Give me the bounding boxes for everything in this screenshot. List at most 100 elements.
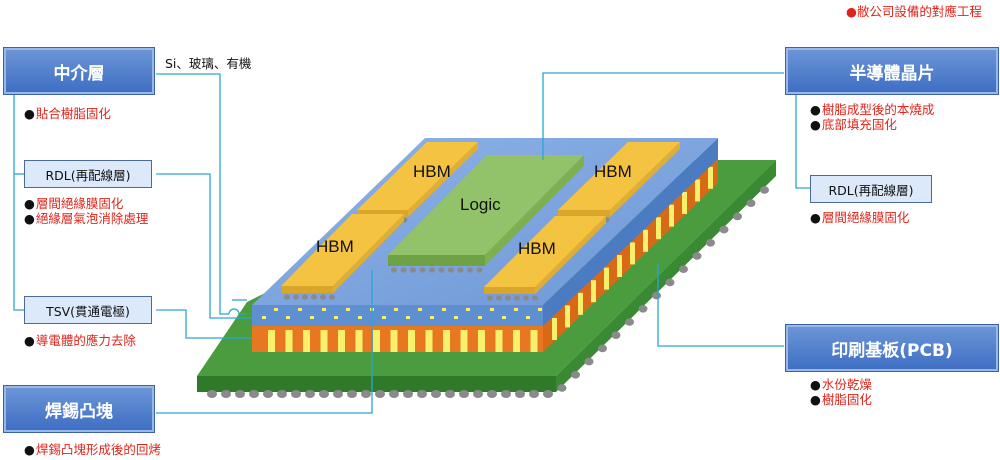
pcb-ball bbox=[733, 212, 742, 221]
chip-bump bbox=[429, 267, 435, 273]
tsv-dot bbox=[418, 308, 422, 311]
line-tsv bbox=[156, 309, 252, 339]
bump-pillar bbox=[443, 330, 450, 352]
interposer-note-1: ●貼合樹脂固化 bbox=[24, 106, 111, 121]
bump-pillar bbox=[373, 330, 380, 352]
tsv-dot bbox=[322, 308, 326, 311]
pcb-ball bbox=[305, 390, 315, 398]
pcb-ball bbox=[760, 186, 769, 194]
tsv-dot bbox=[358, 316, 362, 319]
bump-pillar bbox=[495, 330, 503, 352]
hbm-chip-right-bottom bbox=[484, 216, 606, 294]
bump-pillar bbox=[425, 330, 433, 352]
bump-pillar bbox=[695, 179, 700, 202]
pcb-title-box: 印刷基板(PCB) bbox=[785, 324, 999, 372]
tsv-dot bbox=[262, 316, 266, 319]
tsv-dot bbox=[310, 316, 314, 319]
chip-bump bbox=[391, 267, 397, 273]
bump-pillar bbox=[578, 292, 583, 315]
chip-bump bbox=[302, 294, 308, 300]
tsv-dot bbox=[298, 308, 302, 311]
hbm-chip-right-top bbox=[558, 142, 680, 217]
hbm-label-3: HBM bbox=[316, 237, 354, 256]
pcb-ball bbox=[501, 390, 511, 398]
pcb-ball bbox=[611, 331, 621, 340]
chip-bump bbox=[505, 295, 511, 301]
tsv-dot bbox=[538, 308, 542, 311]
pcb-note-1: ●水份乾燥 bbox=[810, 377, 872, 392]
bump-pillar bbox=[478, 330, 485, 352]
pcb-ball bbox=[515, 390, 525, 398]
interposer-title-box: 中介層 bbox=[3, 47, 155, 95]
line-rdl-left bbox=[156, 173, 252, 319]
pcb-ball bbox=[291, 390, 301, 398]
chip-bump bbox=[448, 267, 454, 273]
chip-bump bbox=[410, 267, 416, 273]
pcb-ball bbox=[692, 252, 702, 260]
pcb-ball bbox=[638, 305, 648, 313]
logic-label: Logic bbox=[460, 195, 501, 214]
chip-bump bbox=[284, 294, 290, 300]
chip-bump bbox=[476, 267, 483, 273]
pcb-ball bbox=[652, 291, 661, 300]
pcb-ball bbox=[746, 199, 756, 207]
chip-note-1: ●樹脂成型後的本燒成 bbox=[810, 102, 935, 117]
tsv-dot bbox=[346, 308, 350, 311]
pcb-ball bbox=[221, 390, 231, 398]
rdl-left-box: RDL(再配線層) bbox=[24, 160, 152, 188]
pcb-ball bbox=[459, 390, 469, 398]
pcb-ball bbox=[207, 390, 217, 398]
chip-bump bbox=[438, 267, 445, 273]
chip-note-2: ●底部填充固化 bbox=[810, 117, 897, 132]
chip-bump bbox=[514, 295, 520, 301]
pcb-ball bbox=[665, 278, 675, 287]
pcb-ball bbox=[249, 390, 259, 398]
line-pcb bbox=[657, 264, 784, 347]
hbm-chip-left-top bbox=[357, 142, 478, 217]
pcb-ball bbox=[263, 390, 273, 398]
bump-pillar bbox=[268, 330, 275, 352]
bump-pillar bbox=[617, 255, 622, 277]
bump-pillar bbox=[656, 217, 661, 240]
pcb-note-2: ●樹脂固化 bbox=[810, 392, 872, 407]
pcb-ball bbox=[529, 390, 539, 398]
pcb-ball bbox=[403, 390, 413, 398]
pcb-ball bbox=[417, 390, 427, 398]
line-bump bbox=[156, 270, 373, 414]
bump-pillar bbox=[643, 229, 648, 252]
connector-lines bbox=[13, 72, 810, 414]
pcb-ball bbox=[277, 390, 287, 398]
pcb-ball bbox=[719, 225, 729, 234]
bump-pillar bbox=[320, 330, 328, 352]
bump-pillar bbox=[530, 330, 538, 352]
tsv-dot bbox=[394, 308, 398, 311]
tsv-dot bbox=[490, 308, 494, 311]
chip-bump bbox=[487, 295, 493, 301]
bump-pillar bbox=[513, 330, 520, 352]
tsv-dot bbox=[502, 316, 506, 319]
tsv-dot bbox=[514, 308, 518, 311]
pcb-ball bbox=[706, 239, 715, 247]
tsv-dot bbox=[454, 316, 458, 319]
tsv-dot bbox=[406, 316, 410, 319]
hbm-label-4: HBM bbox=[518, 239, 556, 258]
top-note: ●敝公司設備的對應工程 bbox=[846, 4, 982, 19]
bump-pillars bbox=[268, 166, 713, 352]
chip-bump bbox=[329, 294, 335, 300]
pcb-ball bbox=[571, 371, 580, 379]
hbm-label-2: HBM bbox=[594, 162, 632, 181]
tsv-dot bbox=[334, 316, 338, 319]
bump-pillar bbox=[390, 330, 398, 352]
pcb-ball bbox=[679, 265, 688, 274]
tsv-dot bbox=[466, 308, 470, 311]
line-right-trunk bbox=[795, 73, 810, 189]
bump-pillar bbox=[591, 280, 596, 303]
pcb-ball bbox=[473, 390, 483, 398]
pcb-ball bbox=[319, 390, 329, 398]
pcb-ball bbox=[347, 390, 357, 398]
chip-bump bbox=[400, 267, 407, 273]
chip-bump bbox=[496, 295, 502, 301]
tsv-dot bbox=[286, 316, 290, 319]
bump-pillar bbox=[285, 330, 293, 352]
